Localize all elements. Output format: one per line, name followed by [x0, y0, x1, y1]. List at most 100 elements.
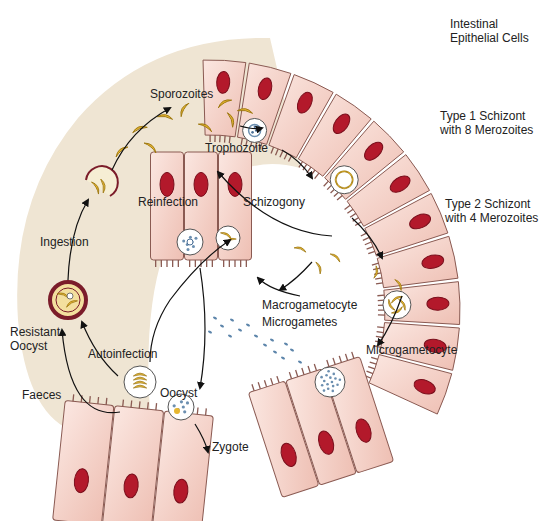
stage-label: Autoinfection: [88, 348, 157, 362]
resistant-oocyst-wall: [50, 282, 86, 318]
microvillus: [122, 400, 124, 407]
sporozoite-body: [178, 102, 189, 117]
stage-label: Trophozoite: [205, 142, 268, 156]
stage-label: Resistant Oocyst: [10, 326, 75, 354]
granule: [320, 376, 323, 379]
gametocyte-nucleus: [187, 239, 193, 245]
sporozoite-body: [92, 180, 102, 194]
microvillus: [161, 260, 162, 267]
microgamete: [253, 334, 258, 338]
granule: [189, 236, 192, 239]
sporozoite-body: [133, 385, 146, 388]
sporozoite-body: [198, 121, 213, 132]
cell-nucleus: [387, 173, 413, 196]
stage-label: Zygote: [212, 441, 249, 455]
granule: [173, 404, 176, 407]
sporozoite-body: [294, 245, 307, 252]
microvillus: [352, 352, 354, 359]
microgamete: [280, 356, 285, 360]
stage-label: Schizogony: [243, 196, 305, 210]
epithelial-cell: [152, 411, 213, 521]
microgamete: [207, 330, 212, 334]
microvillus: [105, 398, 107, 405]
granule: [323, 389, 326, 392]
granule: [327, 387, 330, 390]
parasitophorous-vacuole: [216, 226, 240, 250]
microvillus: [339, 356, 341, 363]
cycle-arrow: [150, 240, 230, 362]
microvillus: [324, 181, 329, 186]
microgamete: [289, 348, 294, 352]
granule: [327, 370, 330, 373]
microvillus: [155, 403, 157, 410]
microvillus: [89, 396, 91, 403]
granule: [182, 405, 185, 408]
microvillus: [271, 147, 274, 154]
microvillus: [376, 336, 383, 337]
granule: [339, 379, 342, 382]
microgamete: [219, 324, 224, 328]
microvillus: [197, 407, 199, 414]
stage-label: Reinfection: [138, 196, 198, 210]
cycle-arrow: [195, 424, 208, 452]
microgamete: [272, 350, 277, 354]
microvillus: [308, 366, 310, 373]
stage-label: Microgametocyte: [366, 344, 457, 358]
microvillus: [252, 384, 254, 391]
microvillus: [189, 260, 190, 267]
cell-nucleus: [330, 111, 353, 136]
epithelial-cell: [377, 236, 458, 287]
cell-nucleus: [427, 297, 449, 311]
granule: [329, 376, 332, 379]
cell-nucleus: [123, 473, 139, 498]
microvillus: [345, 354, 347, 361]
cycle-arrow: [200, 268, 205, 388]
sporozoite-body: [144, 141, 158, 153]
microvillus: [365, 242, 371, 245]
sporozoite-body: [374, 266, 379, 279]
microvillus: [367, 247, 374, 250]
granule: [192, 245, 195, 248]
microvillus: [311, 170, 315, 176]
microvillus: [280, 151, 283, 157]
microvillus: [333, 358, 335, 365]
microvillus: [377, 326, 384, 328]
sporozoite-body: [217, 97, 232, 108]
microvillus: [363, 237, 369, 240]
microvillus: [284, 153, 287, 159]
microvillus: [375, 278, 382, 279]
sporozoite-body: [237, 107, 253, 113]
microgamete: [297, 360, 302, 364]
epithelial-cell: [369, 355, 452, 414]
cycle-arrow: [218, 172, 332, 236]
microvillus: [97, 397, 99, 404]
microvillus: [234, 260, 235, 267]
microvillus: [229, 260, 230, 267]
epithelial-cell-group: [246, 350, 393, 497]
granule: [332, 373, 335, 376]
stage-label: Type 1 Schizont with 8 Merozoites: [440, 110, 550, 138]
granule: [336, 383, 339, 386]
microvillus: [347, 209, 353, 213]
trophozoite-body: [249, 124, 261, 136]
parasitophorous-vacuole: [383, 291, 411, 319]
microvillus: [205, 408, 207, 415]
lumen-background: [17, 38, 300, 430]
stage-label: Microgametes: [262, 316, 337, 330]
microvillus: [296, 370, 298, 377]
microvillus: [376, 283, 383, 284]
microgamete: [283, 342, 288, 346]
microvillus: [368, 367, 375, 369]
microvillus: [277, 376, 279, 383]
cell-nucleus: [256, 76, 274, 100]
microgamete: [262, 343, 267, 347]
granule: [251, 131, 254, 134]
granule: [254, 126, 257, 129]
sporozoite-body: [221, 231, 233, 240]
cell-nucleus: [316, 429, 337, 456]
cell-nucleus: [361, 139, 386, 164]
cell-nucleus: [73, 468, 89, 493]
cycle-arrow: [282, 150, 312, 178]
